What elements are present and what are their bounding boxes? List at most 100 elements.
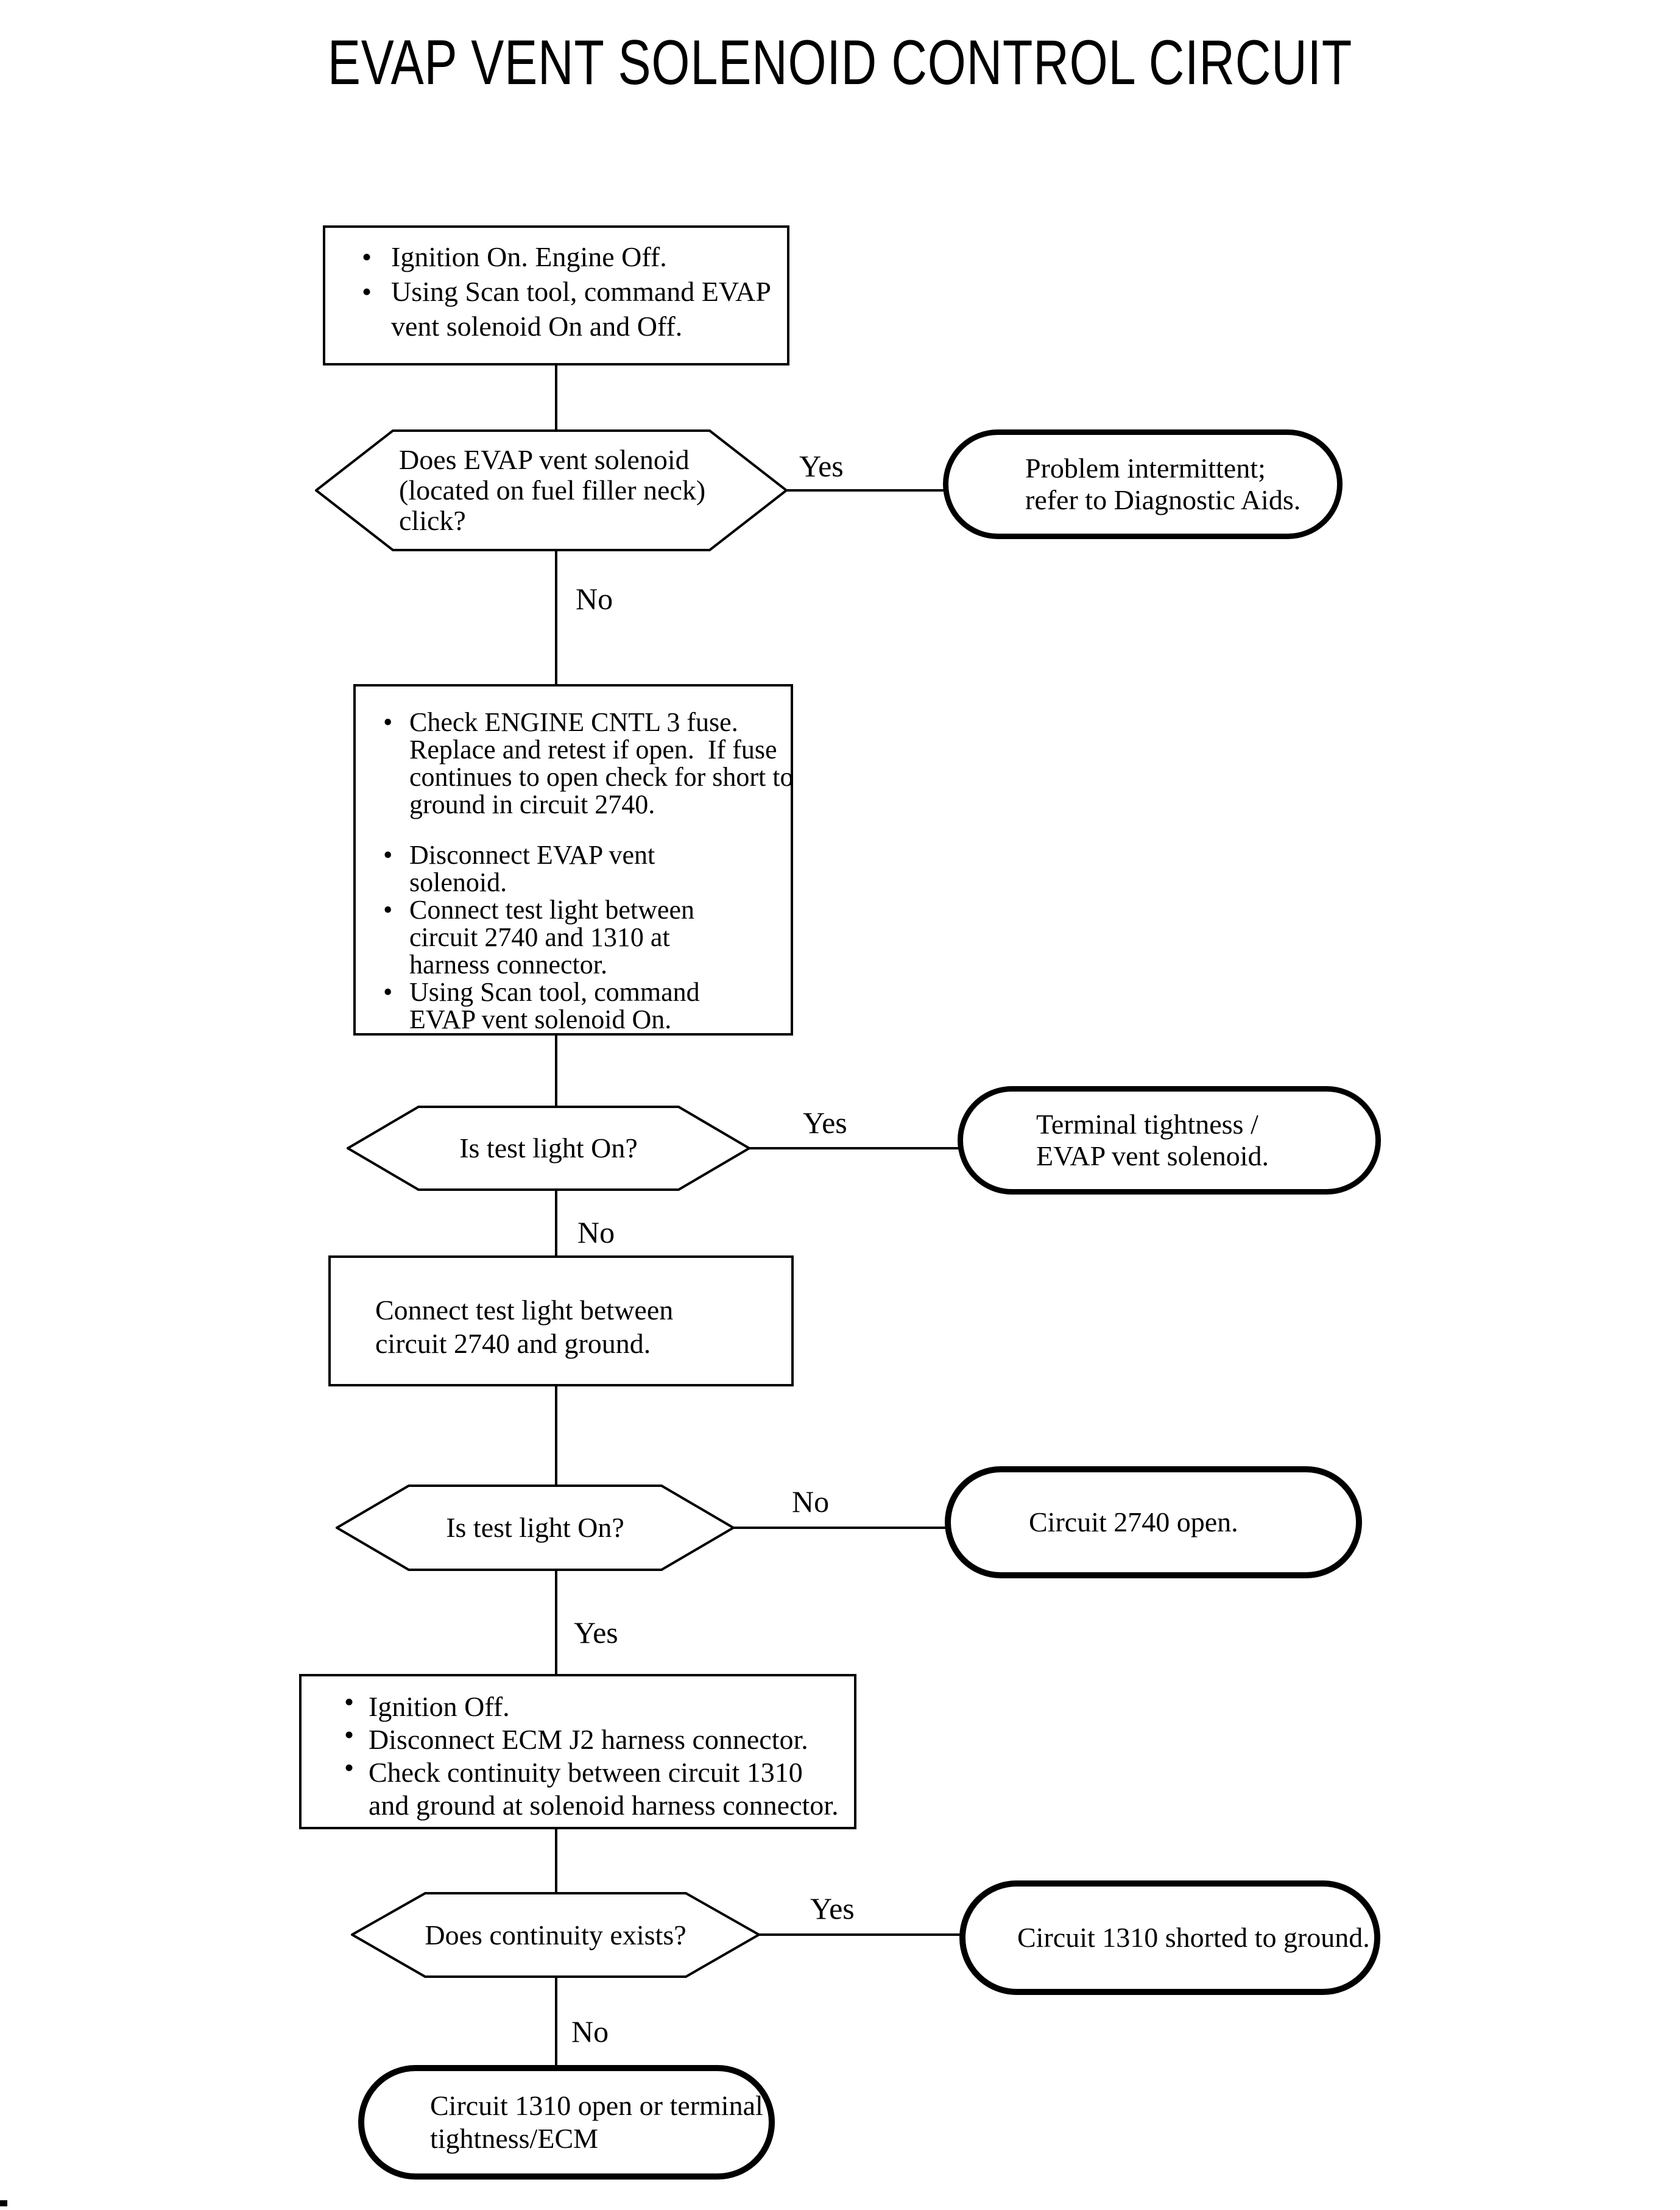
list-item-text: Replace and retest if open. If fuse xyxy=(409,735,777,764)
list-item-text: Using Scan tool, command xyxy=(409,977,700,1007)
list-item: Replace and retest if open. If fuse xyxy=(383,736,782,763)
hexagon-shape xyxy=(351,1892,760,1978)
bullet-icon: • xyxy=(362,276,372,307)
terminal-text: Circuit 2740 open. xyxy=(1029,1506,1238,1537)
connector-line xyxy=(555,1828,557,1894)
decision-text: Is test light On? xyxy=(446,1512,624,1543)
list-item-text: harness connector. xyxy=(409,950,607,980)
list-item: • Check continuity between circuit 1310 xyxy=(344,1753,845,1788)
edge-label-yes: Yes xyxy=(574,1615,618,1650)
list-item: ground in circuit 2740. xyxy=(383,791,782,818)
terminal-text: refer to Diagnostic Aids. xyxy=(1025,484,1301,515)
edge-label-yes: Yes xyxy=(799,449,844,483)
decision-text: click? xyxy=(399,505,466,536)
list-item-text: Disconnect ECM J2 harness connector. xyxy=(369,1724,808,1755)
bullet-icon: • xyxy=(383,895,393,925)
list-item-text: circuit 2740 and 1310 at xyxy=(409,922,670,952)
decision-does-continuity-exist: Does continuity exists? xyxy=(351,1892,760,1978)
list-item-text: and ground at solenoid harness connector… xyxy=(369,1790,839,1821)
list-item-text: Using Scan tool, command EVAP xyxy=(391,276,771,307)
terminal-text: tightness/ECM xyxy=(430,2123,599,2154)
hexagon-shape xyxy=(336,1485,735,1571)
list-item: • Using Scan tool, command EVAP xyxy=(362,277,775,306)
list-item-text: EVAP vent solenoid On. xyxy=(409,1004,672,1034)
bullet-icon: • xyxy=(383,707,393,737)
connector-line xyxy=(555,1385,557,1486)
list-item-text: solenoid. xyxy=(409,867,507,897)
list-item-text: Check ENGINE CNTL 3 fuse. xyxy=(409,707,738,737)
edge-label-no: No xyxy=(577,1215,615,1249)
list-item-text: circuit 2740 and ground. xyxy=(375,1328,651,1359)
list-item: • Ignition Off. xyxy=(344,1687,845,1722)
bullet-icon: • xyxy=(383,977,393,1007)
terminal-circuit-2740-open: Circuit 2740 open. xyxy=(945,1466,1362,1578)
terminal-circuit-1310-shorted: Circuit 1310 shorted to ground. xyxy=(959,1880,1380,1995)
list-item-text: Ignition Off. xyxy=(369,1691,510,1722)
list-item-text: vent solenoid On and Off. xyxy=(391,311,683,342)
bullet-icon: • xyxy=(344,1719,355,1750)
connector-line xyxy=(555,1034,557,1107)
decision-text: Is test light On? xyxy=(459,1132,638,1163)
list-item-text: Disconnect EVAP vent xyxy=(409,840,655,870)
decision-is-test-light-on-2: Is test light On? xyxy=(336,1485,735,1571)
bullet-icon: • xyxy=(344,1686,355,1717)
list-item-text: Connect test light between xyxy=(409,895,694,925)
list-item: continues to open check for short to xyxy=(383,763,794,791)
list-item: solenoid. xyxy=(383,869,782,896)
connector-line xyxy=(555,1570,557,1676)
connector-line xyxy=(786,489,949,492)
list-item: • Connect test light between xyxy=(383,896,782,923)
connector-line xyxy=(759,1933,963,1936)
terminal-text: EVAP vent solenoid. xyxy=(1036,1140,1269,1171)
list-item: • Ignition On. Engine Off. xyxy=(362,242,775,272)
list-item: • Disconnect EVAP vent xyxy=(383,841,782,869)
terminal-circuit-1310-open: Circuit 1310 open or terminal tightness/… xyxy=(358,2065,775,2180)
list-item-text: Ignition On. Engine Off. xyxy=(391,241,667,272)
list-item-text: ground in circuit 2740. xyxy=(409,789,655,819)
list-item: • Disconnect ECM J2 harness connector. xyxy=(344,1720,845,1755)
terminal-terminal-tightness: Terminal tightness / EVAP vent solenoid. xyxy=(958,1086,1381,1195)
decision-text: Does EVAP vent solenoid xyxy=(399,444,690,475)
bullet-icon: • xyxy=(362,241,372,272)
action-box-connect-test-light-ground: Connect test light between circuit 2740 … xyxy=(328,1255,794,1386)
connector-line xyxy=(555,364,557,431)
bullet-icon: • xyxy=(344,1752,355,1783)
action-box-check-fuse: • Check ENGINE CNTL 3 fuse. Replace and r… xyxy=(353,684,794,1036)
bullet-icon: • xyxy=(383,840,393,870)
decision-text: (located on fuel filler neck) xyxy=(399,475,706,506)
list-item: • Using Scan tool, command xyxy=(383,978,782,1006)
list-item: vent solenoid On and Off. xyxy=(362,312,775,341)
list-item-text: continues to open check for short to xyxy=(409,762,794,792)
hexagon-shape xyxy=(347,1106,750,1191)
decision-is-test-light-on-1: Is test light On? xyxy=(347,1106,750,1191)
edge-label-yes: Yes xyxy=(810,1891,855,1926)
decision-evap-solenoid-click: Does EVAP vent solenoid (located on fuel… xyxy=(315,429,788,551)
list-item: harness connector. xyxy=(383,951,782,978)
list-item: circuit 2740 and 1310 at xyxy=(383,923,782,951)
edge-label-yes: Yes xyxy=(803,1106,847,1140)
list-item-text: Connect test light between xyxy=(375,1294,674,1326)
edge-label-no: No xyxy=(571,2014,609,2049)
terminal-text: Circuit 1310 open or terminal xyxy=(430,2090,763,2121)
list-item xyxy=(383,818,782,841)
list-item: EVAP vent solenoid On. xyxy=(383,1006,782,1033)
connector-line xyxy=(749,1147,961,1149)
decision-text: Does continuity exists? xyxy=(425,1919,686,1951)
terminal-text: Problem intermittent; xyxy=(1025,453,1266,484)
connector-line xyxy=(733,1527,948,1529)
list-item-text: Check continuity between circuit 1310 xyxy=(369,1757,803,1788)
edge-label-no: No xyxy=(792,1485,830,1519)
terminal-text: Circuit 1310 shorted to ground. xyxy=(1017,1922,1370,1953)
list-item: and ground at solenoid harness connector… xyxy=(344,1791,845,1820)
terminal-text: Terminal tightness / xyxy=(1036,1109,1258,1140)
scan-artifact-mark xyxy=(0,2200,7,2206)
start-box: • Ignition On. Engine Off. • Using Scan … xyxy=(323,225,789,365)
action-box-check-continuity: • Ignition Off. • Disconnect ECM J2 harnes… xyxy=(299,1674,856,1829)
edge-label-no: No xyxy=(576,582,613,616)
terminal-problem-intermittent: Problem intermittent; refer to Diagnosti… xyxy=(943,429,1343,539)
connector-line xyxy=(555,1190,557,1257)
list-item: • Check ENGINE CNTL 3 fuse. xyxy=(383,708,782,736)
page-title: EVAP VENT SOLENOID CONTROL CIRCUIT xyxy=(327,27,1353,98)
connector-line xyxy=(555,550,557,685)
